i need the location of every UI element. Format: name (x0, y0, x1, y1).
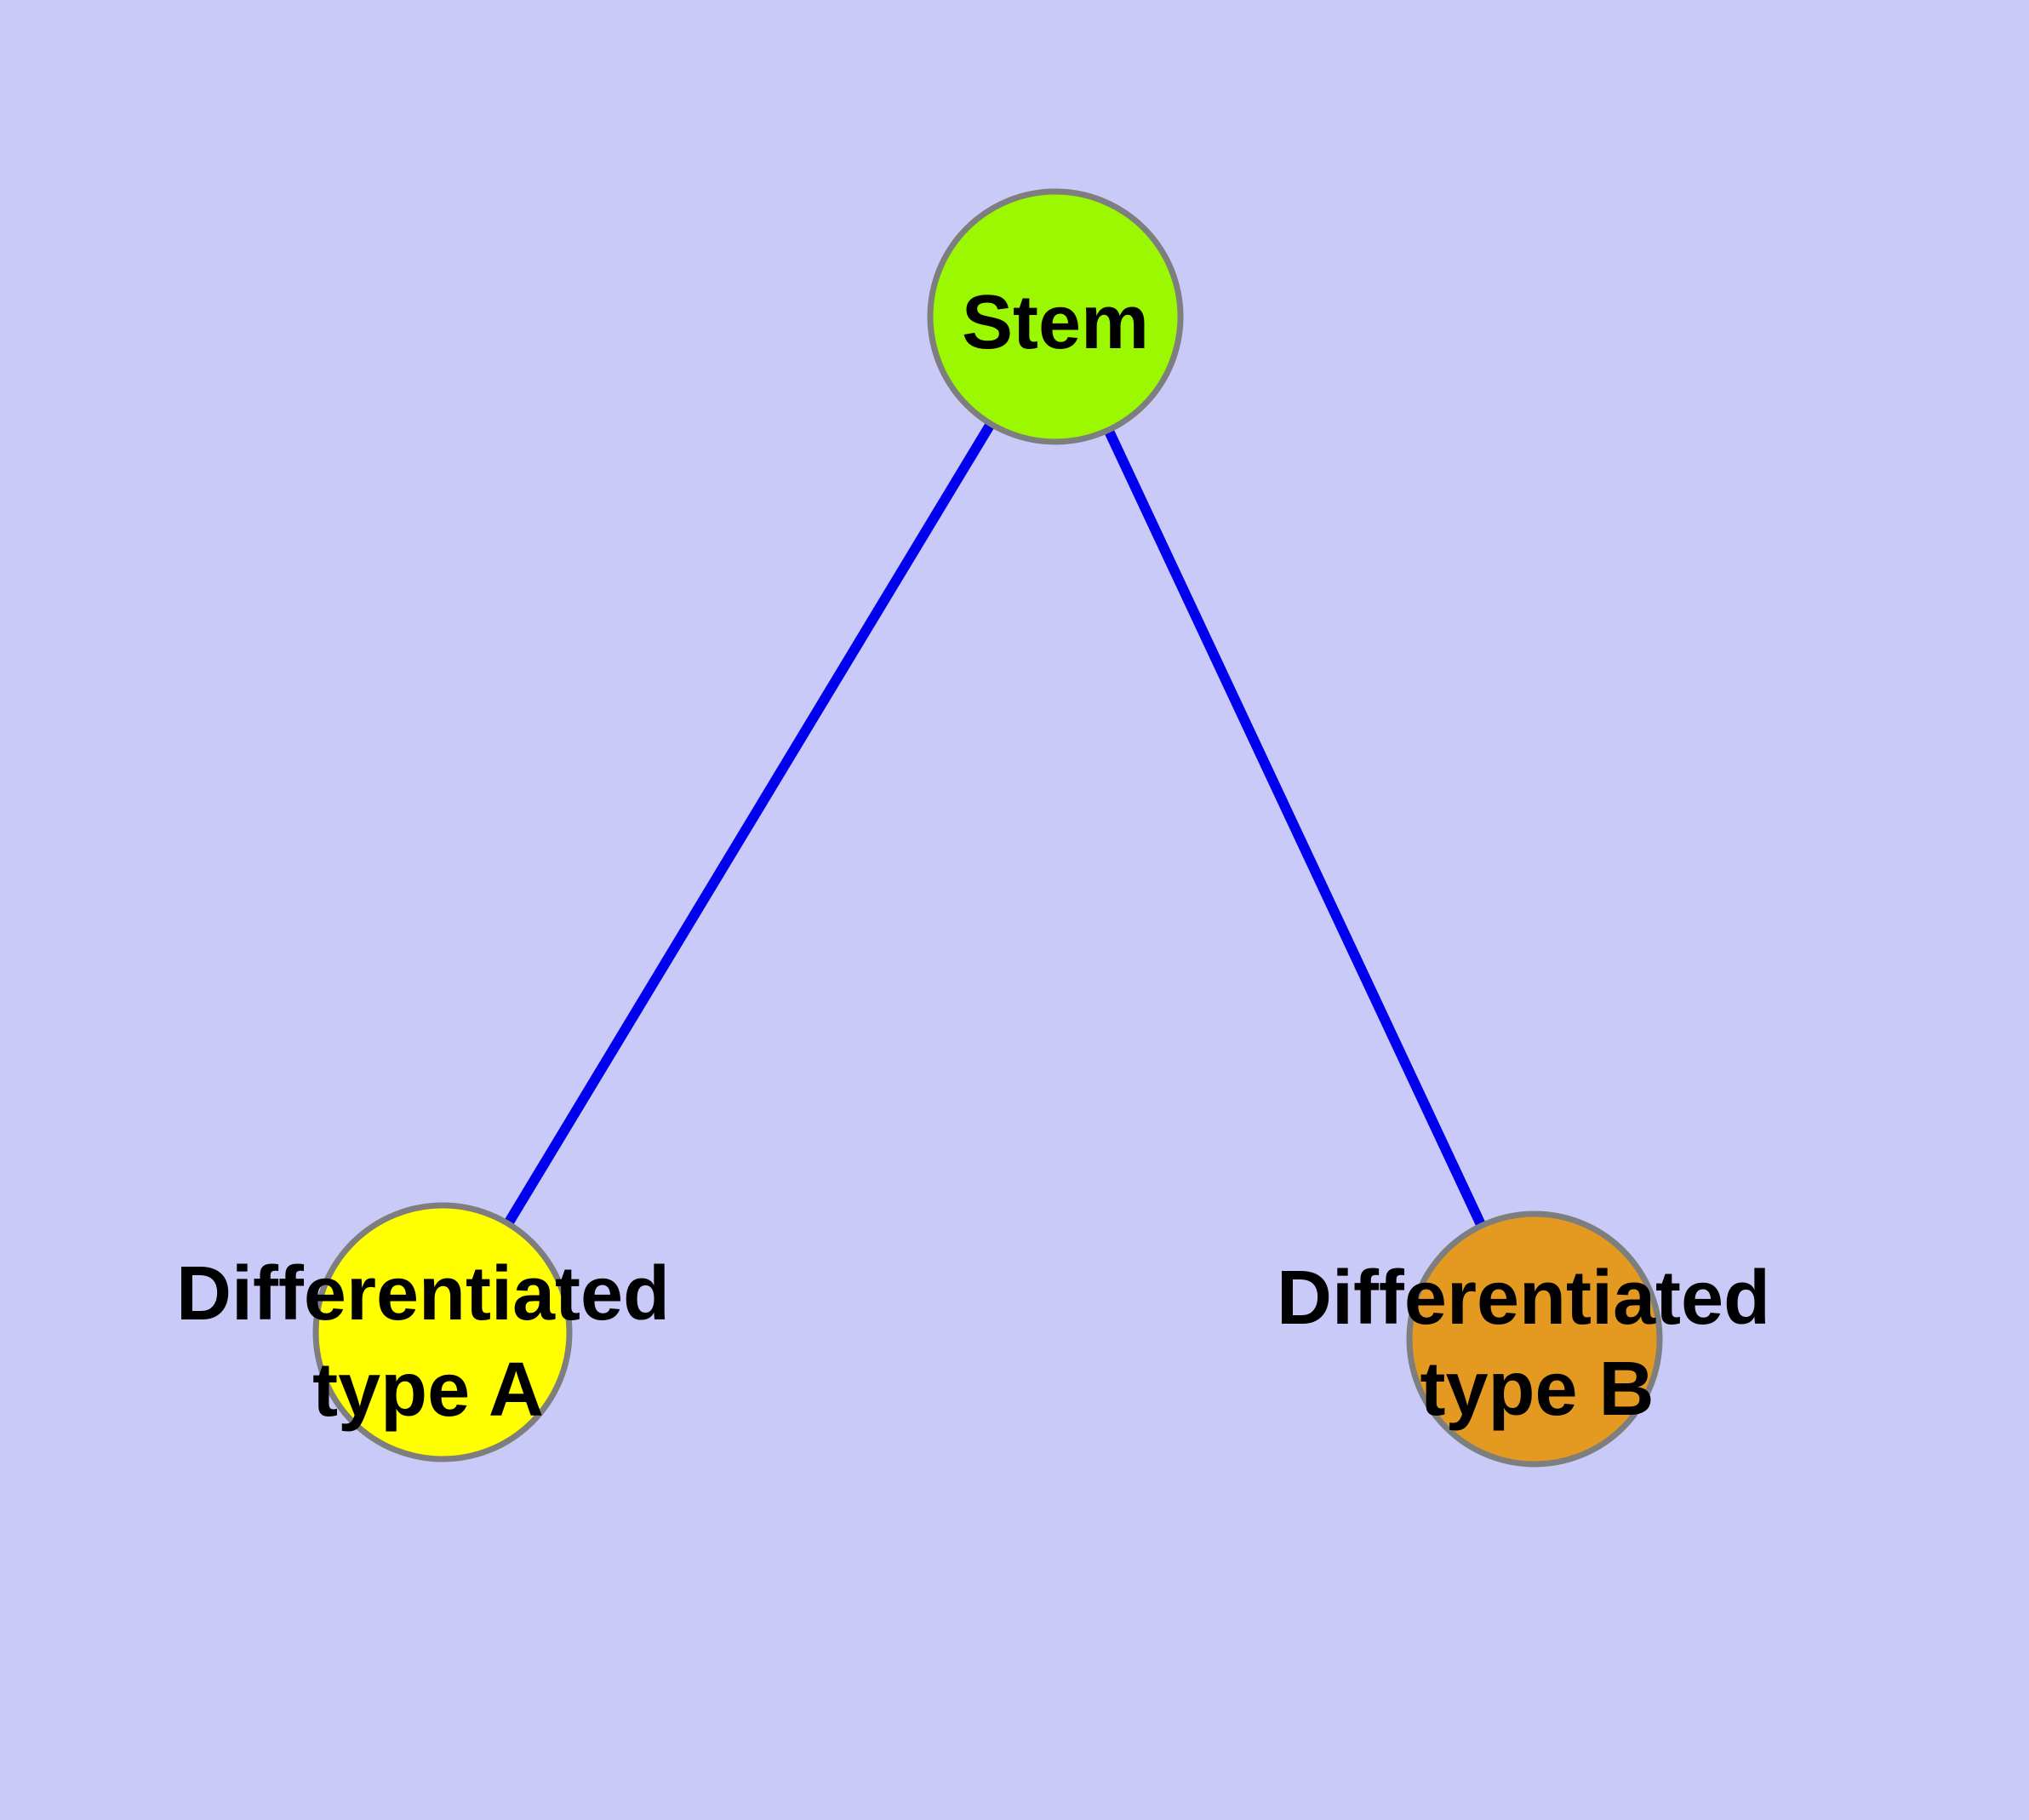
node-stem-label: Stem (962, 280, 1149, 365)
node-type-b-label-line1: Differentiated (1277, 1256, 1770, 1341)
node-stem (927, 188, 1184, 445)
edge-stem-to-type-a (437, 313, 1060, 1336)
node-type-b-label-line2: type B (1420, 1347, 1654, 1432)
edge-stem-to-type-b (1050, 314, 1540, 1342)
node-type-a-label-line1: Differentiated (176, 1251, 670, 1336)
node-type-a-label-line2: type A (312, 1348, 544, 1433)
node-differentiated-type-a (312, 1202, 573, 1462)
node-differentiated-type-b (1406, 1210, 1663, 1468)
